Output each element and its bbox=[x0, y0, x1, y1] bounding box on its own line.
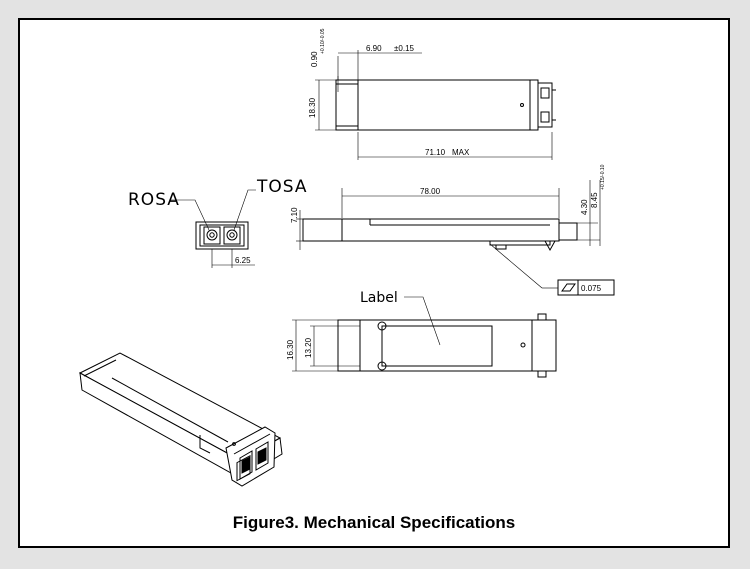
bottom-view-body bbox=[337, 319, 533, 372]
dim-top-small-tol: +0.10/-0.05 bbox=[320, 28, 326, 54]
top-view-latch bbox=[335, 79, 359, 131]
figure-caption: Figure3. Mechanical Specifications bbox=[232, 513, 516, 532]
front-view: ROSA TOSA 6.25 bbox=[128, 177, 308, 268]
rosa-label: ROSA bbox=[128, 190, 180, 210]
dim-flatness: 0.075 bbox=[581, 284, 602, 293]
isometric-view bbox=[78, 352, 283, 487]
front-view-outline bbox=[195, 221, 249, 250]
flatness-callout-box bbox=[557, 279, 615, 296]
figure-frame: 6.90 ±0.15 0.90 +0.10/-0.05 18.30 71.10 … bbox=[18, 18, 730, 548]
flatness-icon bbox=[561, 283, 576, 292]
bottom-view: Label 16.30 13.20 bbox=[286, 290, 557, 378]
side-view-body bbox=[302, 218, 560, 242]
top-view: 6.90 ±0.15 0.90 +0.10/-0.05 18.30 71.10 … bbox=[308, 28, 556, 160]
tosa-label: TOSA bbox=[256, 177, 308, 197]
dim-top-length-note: MAX bbox=[452, 148, 470, 157]
mechanical-drawing: 6.90 ±0.15 0.90 +0.10/-0.05 18.30 71.10 … bbox=[78, 28, 615, 487]
dim-side-right-a: 4.30 bbox=[580, 199, 589, 215]
dim-top-width-tol: ±0.15 bbox=[394, 44, 415, 53]
dim-top-length: 71.10 bbox=[425, 148, 446, 157]
label-callout-text: Label bbox=[360, 290, 398, 306]
dim-side-right-tol: +0.15/-0.10 bbox=[600, 164, 606, 190]
dim-bottom-inner: 13.20 bbox=[304, 337, 313, 358]
top-view-connector bbox=[537, 82, 553, 128]
dim-top-height: 18.30 bbox=[308, 97, 317, 118]
dim-front-width: 6.25 bbox=[235, 256, 251, 265]
dim-side-right-b: 8.45 bbox=[590, 192, 599, 208]
side-view-connector bbox=[558, 222, 578, 241]
dim-bottom-outer: 16.30 bbox=[286, 339, 295, 360]
tosa-port bbox=[226, 229, 238, 241]
dim-top-width: 6.90 bbox=[366, 44, 382, 53]
rosa-port bbox=[206, 229, 218, 241]
dim-top-small: 0.90 bbox=[310, 51, 319, 67]
top-view-body bbox=[335, 79, 531, 131]
dim-side-height: 7.10 bbox=[290, 207, 299, 223]
dim-side-length: 78.00 bbox=[420, 187, 441, 196]
side-view: 78.00 7.10 4.30 8.45 +0.15/-0.10 0.075 bbox=[290, 164, 615, 296]
label-area bbox=[381, 325, 493, 367]
